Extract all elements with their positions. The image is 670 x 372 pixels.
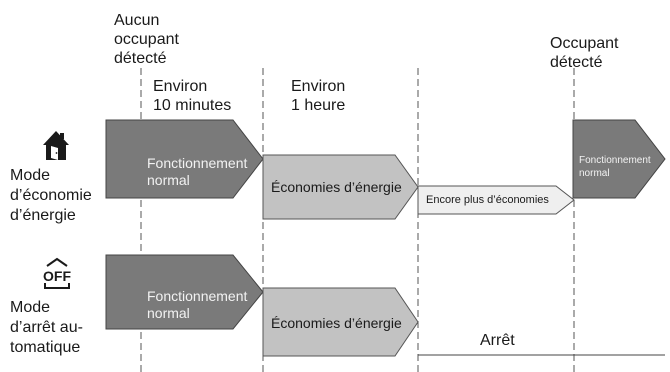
label-occupant-detected: Occupant détecté [550, 35, 619, 71]
stage-label-savings-off: Économies d’énergie [271, 315, 402, 331]
svg-text:OFF: OFF [43, 268, 71, 284]
house-icon [43, 131, 69, 160]
stage-normal-eco [105, 119, 264, 199]
stage-savings-eco [262, 154, 419, 220]
stage-label-normal-off: Fonctionnement normal [147, 288, 248, 321]
row-label-auto-off-mode: Mode d’arrêt au- tomatique [10, 299, 83, 356]
stage-normal-off [105, 254, 264, 330]
stage-savings-off [262, 287, 419, 357]
off-icon: OFF [43, 257, 71, 289]
stage-more-savings-eco [417, 185, 575, 215]
stage-normal-return-eco [572, 119, 666, 199]
stage-label-stop: Arrêt [480, 332, 515, 349]
stage-label-normal-return-eco: Fonctionnement normal [579, 155, 651, 179]
label-no-occupant: Aucun occupant détecté [114, 12, 179, 67]
label-approx-10min: Environ 10 minutes [153, 78, 232, 114]
row-label-eco-mode: Mode d’économie d’énergie [10, 167, 92, 224]
stage-label-more-savings-eco: Encore plus d’économies [426, 194, 549, 206]
label-approx-1h: Environ 1 heure [291, 78, 346, 114]
stage-label-savings-eco: Économies d’énergie [271, 179, 402, 195]
stage-label-normal-eco: Fonctionnement normal [147, 155, 248, 188]
